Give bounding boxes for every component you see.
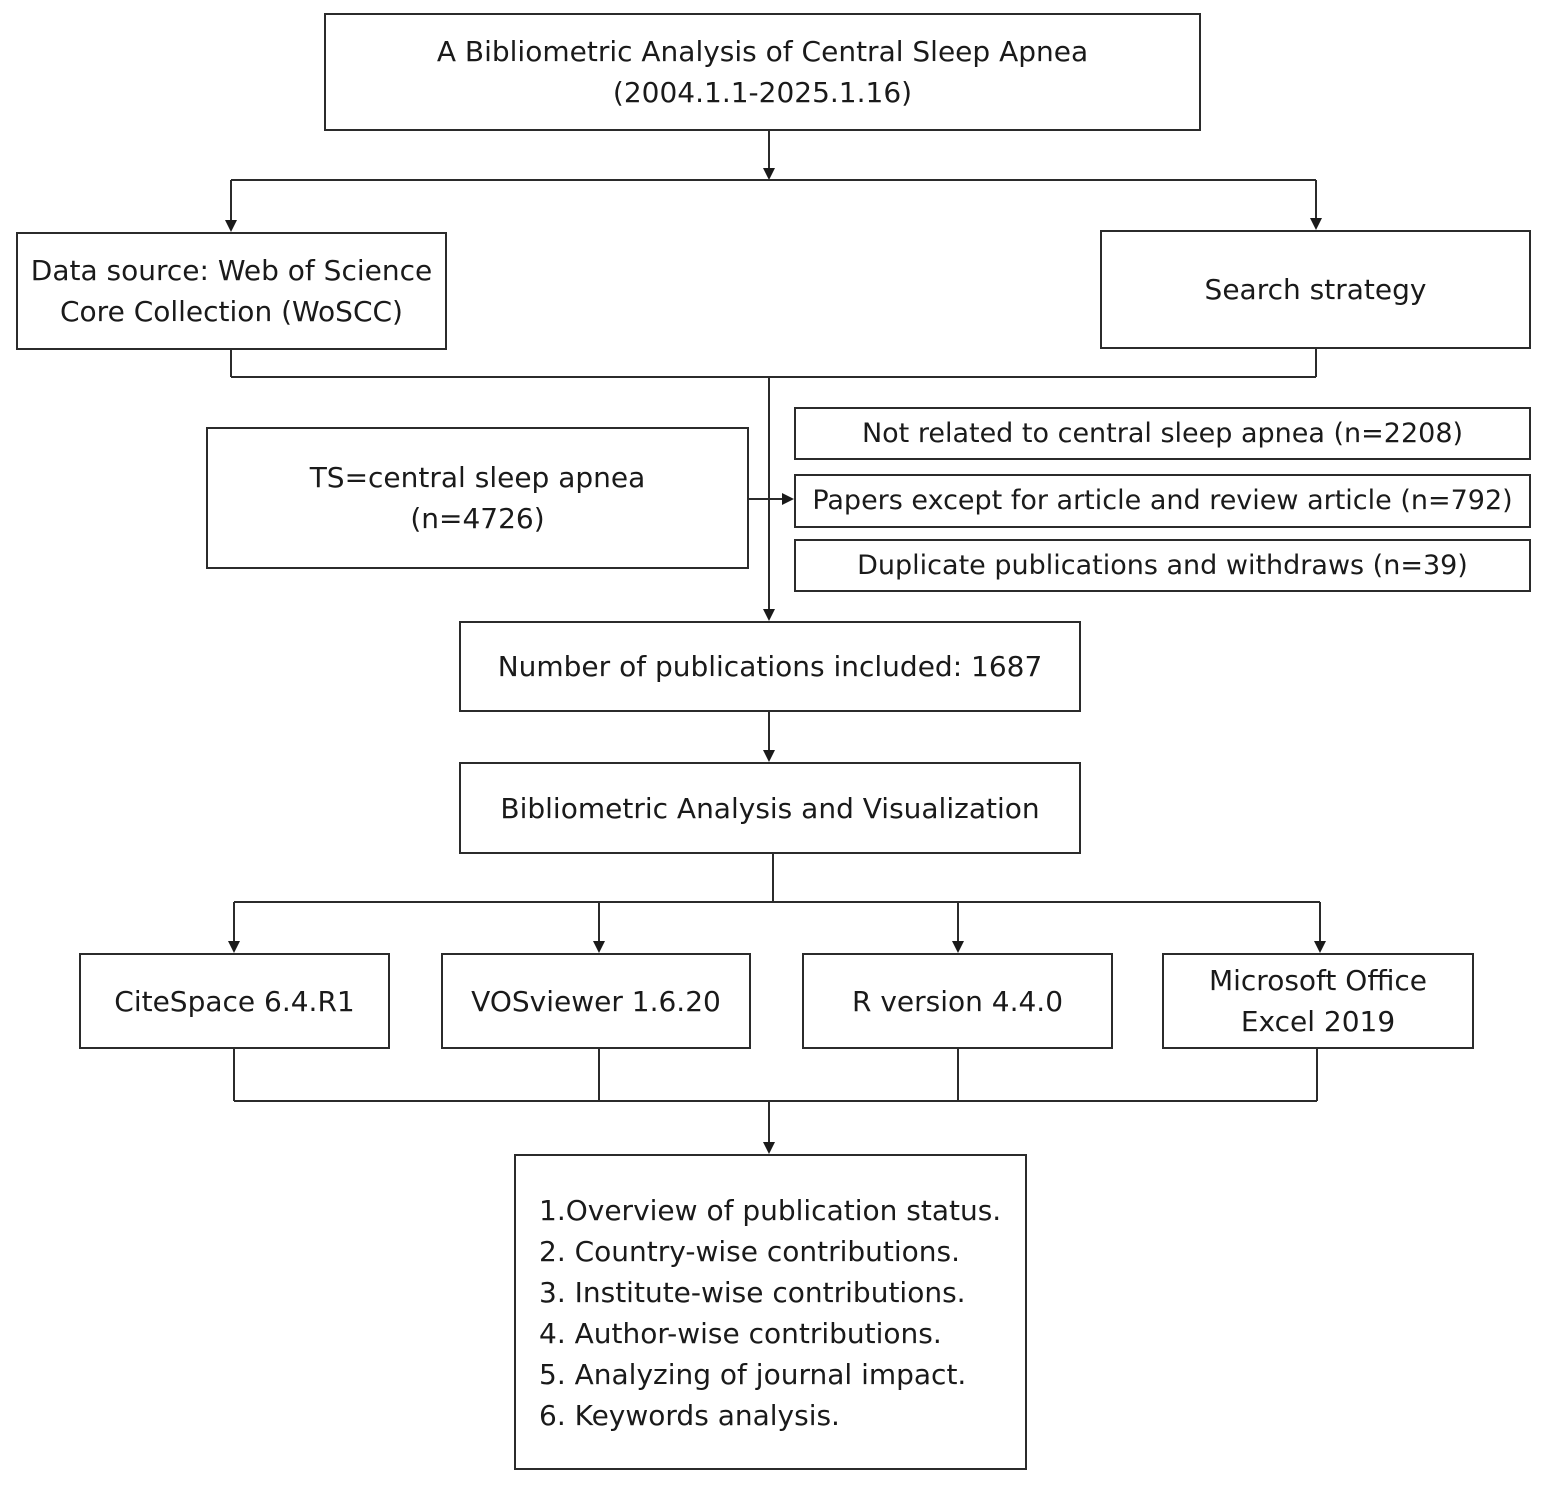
exclusion-box-duplicates: Duplicate publications and withdraws (n=… [794, 539, 1531, 592]
tool-box-citespace: CiteSpace 6.4.R1 [79, 953, 390, 1049]
result-item-5: 5. Analyzing of journal impact. [539, 1358, 967, 1391]
tool-r-line-1: R version 4.4.0 [851, 984, 1064, 1018]
result-item-6: 6. Keywords analysis. [539, 1399, 840, 1432]
title-line-1: A Bibliometric Analysis of Central Sleep… [436, 35, 1089, 68]
exclusion-paper-type-label: Papers except for article and review art… [812, 485, 1513, 516]
result-item-1: 1.Overview of publication status. [539, 1194, 1002, 1227]
data-source-box: Data source: Web of Science Core Collect… [16, 232, 447, 350]
tool-citespace-line-1: CiteSpace 6.4.R1 [114, 984, 355, 1018]
data-source-line-1: Data source: Web of Science [30, 254, 433, 287]
exclusion-box-paper-type: Papers except for article and review art… [794, 474, 1531, 528]
exclusion-box-not-related: Not related to central sleep apnea (n=22… [794, 407, 1531, 460]
exclusion-not-related-label: Not related to central sleep apnea (n=22… [861, 417, 1464, 449]
result-item-2: 2. Country-wise contributions. [539, 1235, 961, 1268]
tool-box-vosviewer: VOSviewer 1.6.20 [441, 953, 751, 1049]
tool-box-excel: Microsoft Office Excel 2019 [1162, 953, 1474, 1049]
data-source-line-2: Core Collection (WoSCC) [59, 295, 403, 328]
query-box: TS=central sleep apnea (n=4726) [206, 427, 749, 569]
title-box: A Bibliometric Analysis of Central Sleep… [324, 13, 1201, 131]
tool-excel-line-2: Excel 2019 [1240, 1005, 1396, 1038]
search-strategy-box: Search strategy [1100, 230, 1531, 349]
results-box: 1.Overview of publication status. 2. Cou… [514, 1154, 1027, 1470]
analysis-label: Bibliometric Analysis and Visualization [500, 791, 1040, 825]
query-line-1: TS=central sleep apnea [309, 461, 646, 494]
analysis-box: Bibliometric Analysis and Visualization [459, 762, 1081, 854]
included-publications-box: Number of publications included: 1687 [459, 621, 1081, 712]
result-item-4: 4. Author-wise contributions. [539, 1317, 942, 1350]
included-publications-label: Number of publications included: 1687 [497, 650, 1043, 683]
search-strategy-label: Search strategy [1204, 273, 1427, 306]
query-line-2: (n=4726) [410, 502, 545, 535]
exclusion-duplicates-label: Duplicate publications and withdraws (n=… [857, 549, 1468, 581]
tool-excel-line-1: Microsoft Office [1208, 964, 1428, 997]
results-list: 1.Overview of publication status. 2. Cou… [539, 1190, 1001, 1436]
tool-box-r: R version 4.4.0 [802, 953, 1113, 1049]
result-item-3: 3. Institute-wise contributions. [539, 1276, 966, 1309]
tool-vosviewer-line-1: VOSviewer 1.6.20 [471, 984, 721, 1018]
title-line-2: (2004.1.1-2025.1.16) [612, 76, 913, 109]
